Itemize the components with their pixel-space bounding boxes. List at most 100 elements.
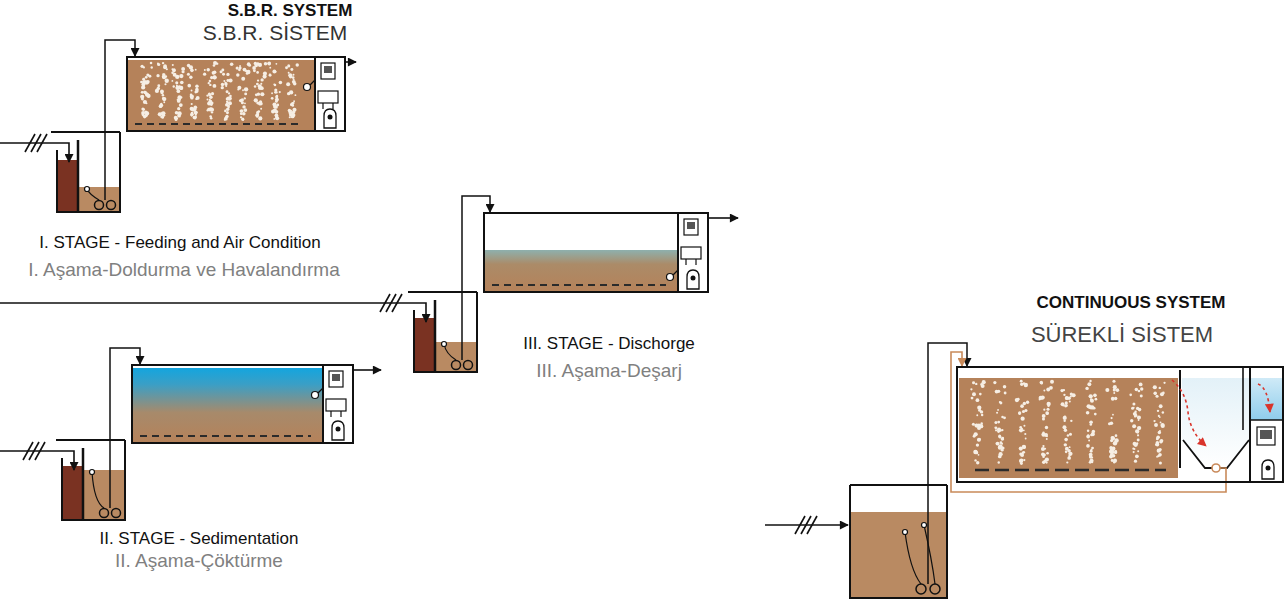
stage-caption: II. Aşama-Çöktürme xyxy=(115,550,283,572)
bubble xyxy=(1157,410,1159,412)
continuous-plant xyxy=(765,343,1283,598)
bubble xyxy=(994,421,997,424)
float-cable xyxy=(905,532,921,584)
bubble xyxy=(162,62,164,64)
bubble xyxy=(160,103,164,107)
feed-pipe xyxy=(110,348,140,508)
bubble xyxy=(160,91,163,94)
sump-screen-chamber xyxy=(415,318,435,371)
bubble xyxy=(1000,441,1003,444)
bubble xyxy=(228,106,230,108)
bubble xyxy=(271,109,275,113)
bubble xyxy=(237,86,241,90)
bubble xyxy=(221,86,224,89)
pump-symbol xyxy=(324,109,336,128)
sump-water xyxy=(79,187,119,211)
bubble xyxy=(972,381,975,384)
sump-divider xyxy=(434,300,437,372)
bubble xyxy=(211,111,213,113)
bubble xyxy=(1021,417,1025,421)
bubble xyxy=(1070,420,1072,422)
tank-body xyxy=(127,57,345,131)
bubble xyxy=(269,74,272,77)
settling-liquor xyxy=(133,368,322,442)
bubble xyxy=(1131,407,1134,410)
float-switch xyxy=(903,530,908,535)
bubble xyxy=(976,461,979,464)
bubble xyxy=(1094,413,1097,416)
sump-water xyxy=(84,470,124,519)
bubble xyxy=(1132,402,1135,405)
bubble xyxy=(1138,408,1142,412)
tank-outline xyxy=(484,213,708,292)
bubble xyxy=(1069,433,1072,436)
bubble xyxy=(1090,450,1093,453)
bubble xyxy=(273,118,275,120)
bubble xyxy=(162,113,166,117)
bubble xyxy=(141,107,144,110)
bubble xyxy=(141,111,145,115)
bubble xyxy=(243,108,247,112)
bubble xyxy=(211,102,214,105)
bubble xyxy=(1138,390,1141,393)
bubble xyxy=(1022,445,1025,448)
bubble xyxy=(275,116,279,120)
screen-hatch xyxy=(807,516,817,534)
bubble xyxy=(1090,398,1093,401)
bubble xyxy=(1134,410,1136,412)
blower-stand xyxy=(332,103,333,109)
bubble xyxy=(254,98,258,102)
bubble xyxy=(148,75,151,78)
sump-wall xyxy=(850,485,947,598)
bubble xyxy=(260,78,263,81)
bubble xyxy=(272,102,276,106)
bubble xyxy=(1090,423,1093,426)
blower-stand xyxy=(340,411,341,417)
bubble xyxy=(981,384,985,388)
bubble xyxy=(242,89,244,91)
bubble xyxy=(980,422,982,424)
bubble xyxy=(164,83,166,85)
bubble xyxy=(1110,450,1114,454)
bubble xyxy=(238,68,241,71)
bubble xyxy=(1024,409,1027,412)
bubble xyxy=(212,84,216,88)
bubble xyxy=(157,84,160,87)
bubble xyxy=(288,111,291,114)
bubble xyxy=(973,435,976,438)
pump-symbol xyxy=(687,270,699,289)
bubble xyxy=(156,74,159,77)
bubble xyxy=(256,83,259,86)
bubble xyxy=(244,98,246,100)
bubble xyxy=(1089,455,1092,458)
bubble xyxy=(211,92,214,95)
bubble xyxy=(1023,446,1026,449)
submersible-pump xyxy=(107,201,116,210)
bubble xyxy=(190,96,193,99)
bubble xyxy=(241,77,245,81)
bubble xyxy=(296,63,299,66)
bubble xyxy=(140,95,144,99)
bubble xyxy=(1153,420,1155,422)
bubble xyxy=(1109,455,1113,459)
pump-body xyxy=(687,270,699,289)
bubble xyxy=(1044,460,1047,463)
feed-pipe xyxy=(105,40,135,200)
bubble xyxy=(1018,412,1021,415)
bubble xyxy=(142,80,146,84)
tank-body xyxy=(484,213,708,292)
bubble xyxy=(1061,402,1065,406)
screen-hatch xyxy=(386,294,396,312)
bubble xyxy=(1003,385,1007,389)
bubble xyxy=(982,380,986,384)
bubble xyxy=(1153,392,1157,396)
stage-caption: I. Aşama-Doldurma ve Havalandırma xyxy=(28,259,340,281)
bubble xyxy=(1019,428,1023,432)
bubble xyxy=(1160,423,1164,427)
bubble xyxy=(255,113,259,117)
bubble xyxy=(206,68,209,71)
bubble xyxy=(994,426,997,429)
bubble xyxy=(997,409,999,411)
bubble xyxy=(290,68,293,71)
pump-eye xyxy=(691,276,696,281)
